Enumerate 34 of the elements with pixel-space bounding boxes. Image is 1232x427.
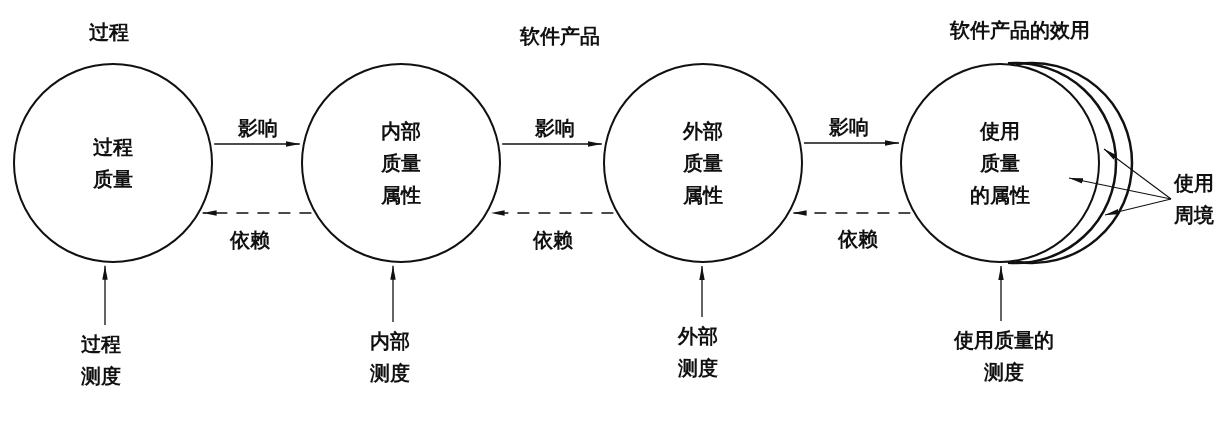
measure-label: 过程测度 — [81, 328, 121, 392]
dashed-arrow — [791, 210, 912, 216]
edge-label: 依赖 — [838, 228, 878, 250]
arrow — [699, 265, 705, 318]
arrow — [213, 141, 301, 147]
node-text: 使用质量的属性 — [970, 118, 1030, 209]
arrow — [102, 265, 108, 326]
measure-label: 使用质量的测度 — [954, 324, 1054, 388]
callout-label: 使用周境 — [1174, 167, 1214, 231]
arrow — [998, 265, 1004, 322]
edge-label: 影响 — [535, 117, 575, 139]
leader-arrow — [1068, 177, 1172, 200]
arrow — [390, 265, 396, 323]
measure-label: 内部测度 — [370, 325, 410, 389]
arrow — [803, 140, 900, 146]
edge-label: 影响 — [238, 117, 278, 139]
node-text: 内部质量属性 — [381, 118, 421, 209]
heading: 软件产品 — [520, 24, 600, 48]
circle-node — [13, 63, 213, 263]
circle-node — [301, 63, 501, 263]
heading: 过程 — [89, 20, 129, 44]
edge-label: 影响 — [829, 116, 869, 138]
edge-label: 依赖 — [230, 229, 270, 251]
heading: 软件产品的效用 — [950, 18, 1090, 42]
leader-arrow — [1103, 148, 1172, 200]
node-text: 过程质量 — [93, 134, 133, 193]
node-text: 外部质量属性 — [683, 118, 723, 209]
leader-arrow — [1104, 198, 1172, 216]
circle-node — [603, 63, 803, 263]
edge-label: 依赖 — [533, 229, 573, 251]
circle-node — [900, 63, 1100, 263]
measure-label: 外部测度 — [678, 320, 718, 384]
dashed-arrow — [201, 210, 313, 216]
arrow — [501, 141, 603, 147]
